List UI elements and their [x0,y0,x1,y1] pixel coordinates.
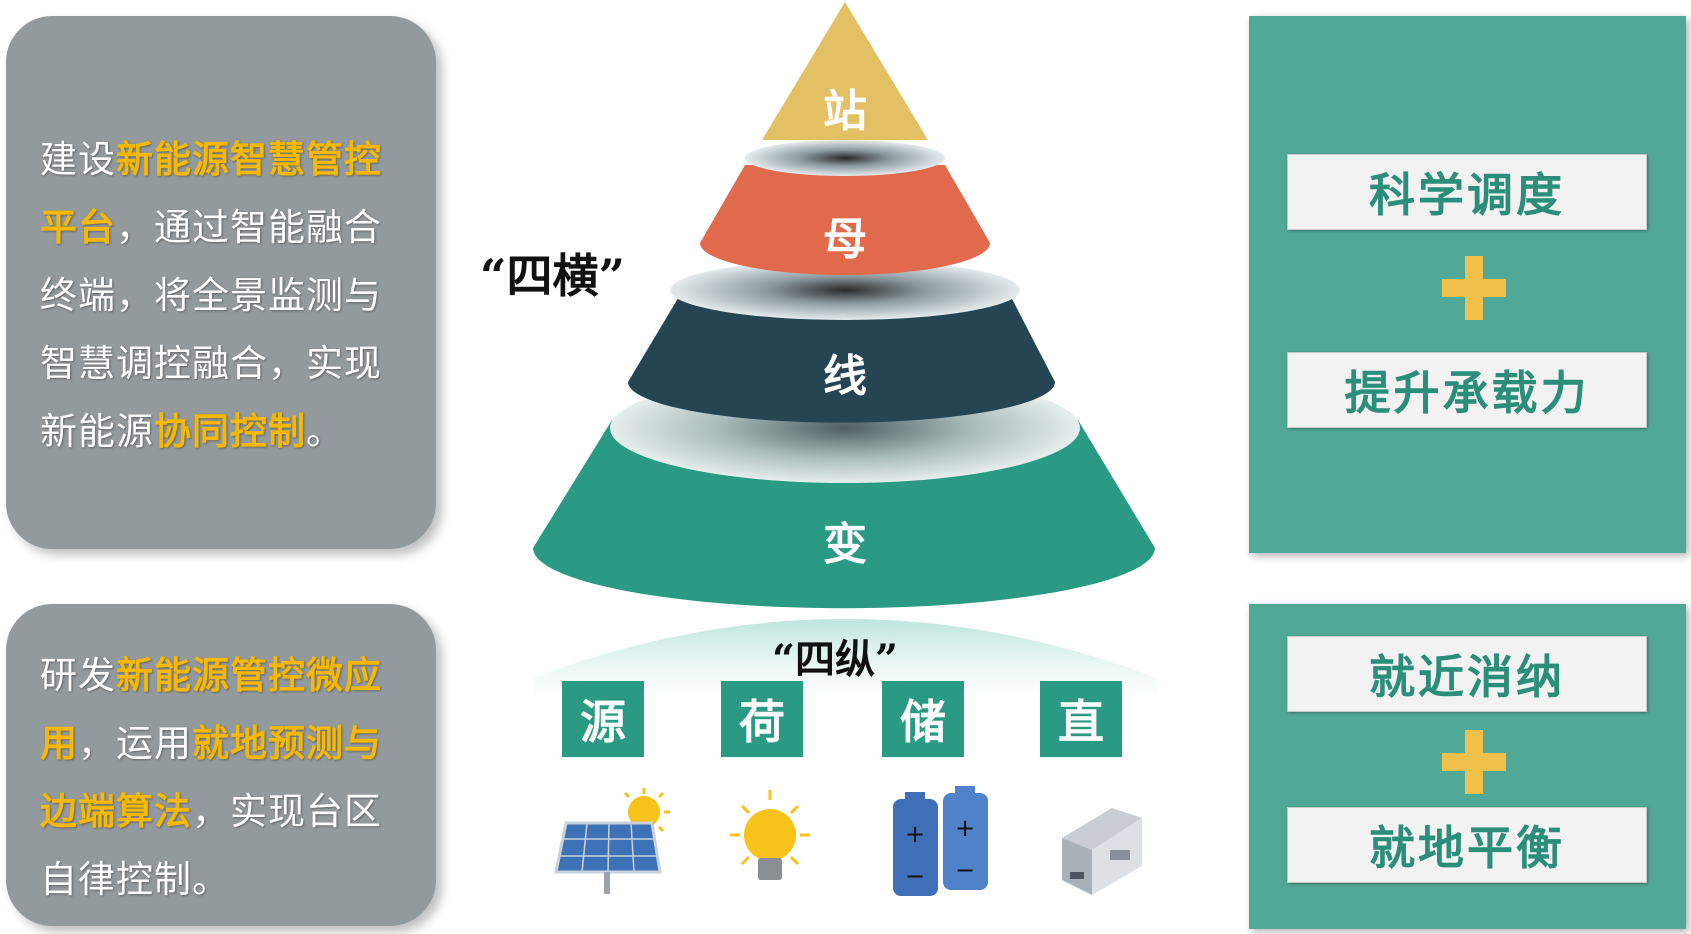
right-box-scientific-dispatch: 科学调度 [1287,154,1647,230]
highlight-text: 协同控制 [154,410,306,453]
right-box-local-consumption: 就近消纳 [1287,636,1647,712]
body-text: ，实现台区自律控制。 [40,790,382,901]
tier-xian-top-disc [670,260,1020,320]
svg-text:−: − [905,862,925,890]
tier-label-zhan: 站 [823,86,867,137]
body-text: 。 [306,410,344,453]
light-bulb-icon [730,790,810,880]
left-panel-platform-text: 建设新能源智慧管控平台，通过智能融合终端，将全景监测与智慧调控融合，实现新能源协… [40,126,412,466]
plus-icon [1442,256,1506,320]
highlight-text: 就地预测与边端算法 [40,722,382,833]
column-zhi: 直 [1040,681,1122,757]
tier-zhan-shape [762,2,928,140]
body-text: ，运用 [78,722,192,765]
label-four-vertical: “四纵” [772,636,899,683]
column-he: 荷 [721,681,803,757]
body-text: 研发 [40,654,116,697]
tier-label-xian: 线 [823,351,867,402]
body-text: ，通过智能融合终端，将全景监测与智慧调控融合，实现新能源 [40,206,382,453]
right-panel-local: 就近消纳 就地平衡 [1249,604,1686,929]
tier-mu-shape [700,165,990,275]
tier-mu-top-disc [745,140,945,176]
battery-icon: + + − − [893,786,988,896]
svg-text:+: + [955,814,975,842]
body-text: 建设 [40,138,116,181]
right-box-capacity: 提升承载力 [1287,352,1647,428]
tier-label-bian: 变 [823,519,867,570]
column-chu: 储 [882,681,964,757]
left-panel-micro-app-text: 研发新能源管控微应用，运用就地预测与边端算法，实现台区自律控制。 [40,642,412,914]
column-yuan: 源 [562,681,644,757]
highlight-text: 新能源智慧管控平台 [40,138,382,249]
highlight-text: 新能源管控微应用 [40,654,382,765]
svg-text:+: + [905,820,925,848]
tier-label-mu: 母 [823,214,867,265]
left-panel-micro-app: 研发新能源管控微应用，运用就地预测与边端算法，实现台区自律控制。 [6,604,436,926]
label-four-horizontal: “四横” [480,249,625,303]
solar-panel-icon [554,788,670,894]
plus-icon [1442,730,1506,794]
tier-xian-shape [628,295,1055,423]
right-box-local-balance: 就地平衡 [1287,807,1647,883]
svg-text:−: − [955,856,975,884]
left-panel-platform: 建设新能源智慧管控平台，通过智能融合终端，将全景监测与智慧调控融合，实现新能源协… [6,16,436,549]
right-panel-dispatch: 科学调度 提升承载力 [1249,16,1686,553]
vertical-base-platform [533,619,1157,700]
converter-device-icon [1062,808,1142,895]
